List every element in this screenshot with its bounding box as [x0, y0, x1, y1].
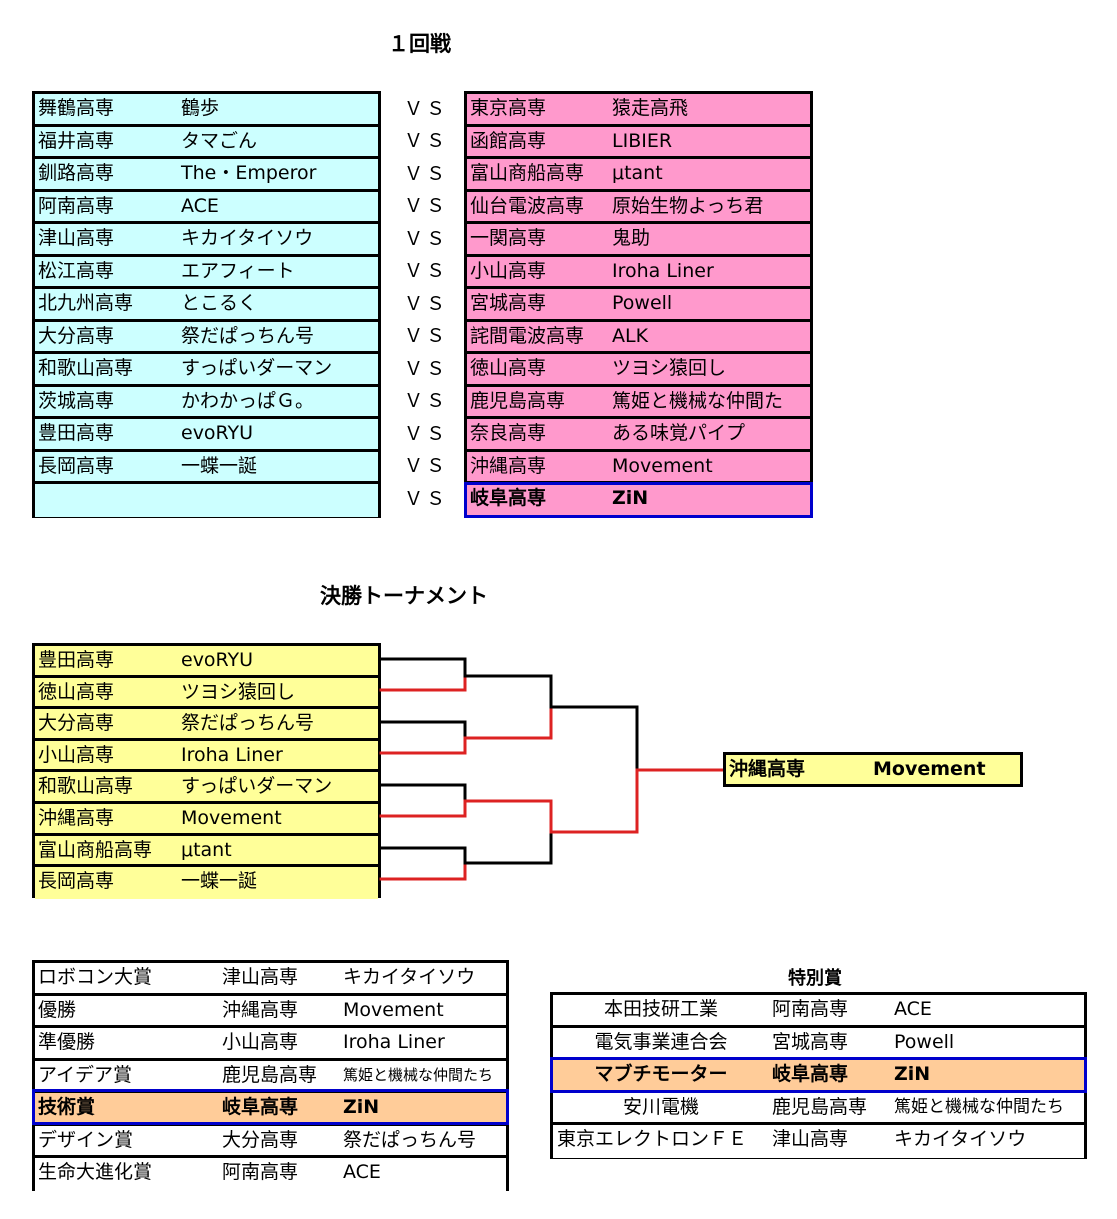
table-row: デザイン賞大分高専祭だぱっちん号 [35, 1125, 506, 1158]
vs-label: ＶＳ [404, 358, 449, 380]
bracket-line-winner [379, 799, 467, 818]
special-title: 特別賞 [788, 968, 842, 989]
table-row: 長岡高専一蝶一誕 [35, 451, 378, 484]
vs-label: ＶＳ [404, 423, 449, 445]
table-row: 長岡高専一蝶一誕 [35, 867, 378, 899]
bracket-line-winner [463, 799, 553, 834]
table-row: 津山高専キカイタイソウ [35, 224, 378, 257]
table-row [35, 484, 378, 517]
table-row: 松江高専エアフィート [35, 256, 378, 289]
vs-label: ＶＳ [404, 98, 449, 120]
table-row: 大分高専祭だぱっちん号 [35, 321, 378, 354]
vs-label: ＶＳ [404, 293, 449, 315]
bracket-line [463, 674, 553, 709]
finals-title: 決勝トーナメント [320, 584, 488, 608]
vs-label: ＶＳ [404, 195, 449, 217]
table-row: 徳山高専ツヨシ猿回し [467, 354, 810, 387]
bracket-line [379, 657, 467, 678]
vs-label: ＶＳ [404, 163, 449, 185]
bracket-line [549, 705, 639, 772]
bracket-line-winner [463, 705, 553, 740]
vs-label: ＶＳ [404, 130, 449, 152]
vs-label: ＶＳ [404, 390, 449, 412]
vs-label: ＶＳ [404, 455, 449, 477]
table-row: 東京高専猿走高飛 [467, 94, 810, 127]
table-row: 舞鶴高専鶴歩 [35, 94, 378, 127]
table-row: アイデア賞鹿児島高専篤姫と機械な仲間たち [35, 1060, 506, 1093]
bracket-line-winner [379, 674, 467, 692]
table-row: 和歌山高専すっぱいダーマン [35, 354, 378, 387]
table-row: 福井高専タマごん [35, 126, 378, 159]
vs-label: ＶＳ [404, 325, 449, 347]
table-row: 徳山高専ツヨシ猿回し [35, 677, 378, 710]
bracket-line [379, 846, 467, 865]
bracket-line-winner [379, 736, 467, 755]
vs-label: ＶＳ [404, 228, 449, 250]
bracket-line-winner [549, 768, 726, 834]
table-row: 一関高専鬼助 [467, 224, 810, 257]
bracket-line-winner [379, 861, 467, 881]
table-row: 仙台電波高専原始生物よっち君 [467, 191, 810, 224]
vs-label: ＶＳ [404, 488, 449, 510]
vs-label: ＶＳ [404, 260, 449, 282]
table-row: ロボコン大賞津山高専キカイタイソウ [35, 963, 506, 996]
round1-title: １回戦 [388, 32, 451, 56]
bracket-line [379, 783, 467, 803]
table-row: 和歌山高専すっぱいダーマン [35, 772, 378, 804]
table-row: 奈良高専ある味覚パイプ [467, 419, 810, 452]
table-row: 安川電機鹿児島高専篤姫と機械な仲間たち [553, 1092, 1084, 1125]
table-row: 茨城高専かわかっぱＧ。 [35, 386, 378, 419]
table-row: 鹿児島高専篤姫と機械な仲間た [467, 386, 810, 419]
bracket-line [379, 720, 467, 740]
table-row: 北九州高専とこるく [35, 289, 378, 322]
bracket-line [463, 830, 553, 865]
table-row: 大分高専祭だぱっちん号 [35, 709, 378, 741]
